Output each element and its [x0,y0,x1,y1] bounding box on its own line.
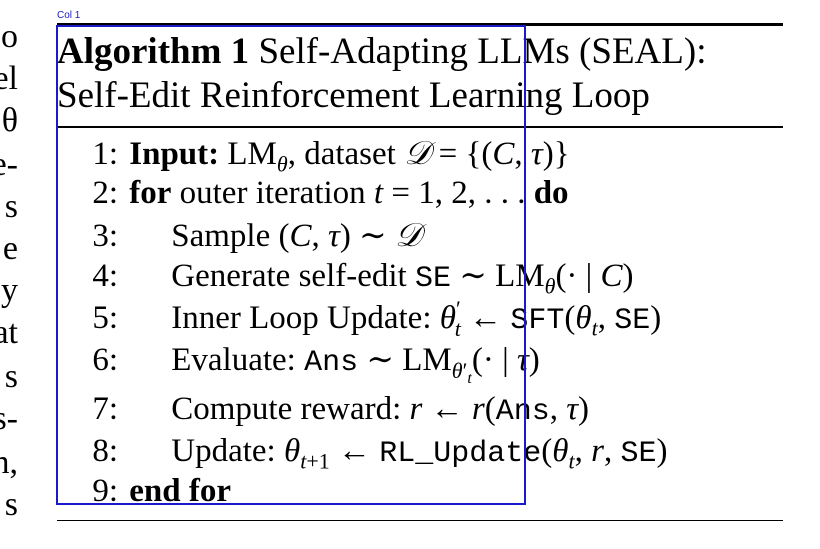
for-keyword: for [129,175,172,211]
line-text: Sample [171,218,271,254]
left-fragment: n, [0,444,18,481]
title-line-1: Self-Adapting LLMs (SEAL): [258,31,707,72]
left-fragment: e [2,230,18,267]
left-fragment: at [0,314,18,351]
line-number: 3: [92,218,118,254]
line-text: Compute reward: [171,391,402,427]
title-line-2: Self-Edit Reinforcement Learning Loop [57,75,650,116]
left-fragment: s [4,188,18,225]
algorithm-line-3: 3: Sample (C, τ) ∼ 𝒟 [70,215,421,256]
line-number: 1: [92,136,118,172]
left-fragment: el [0,60,18,97]
left-fragment: y [1,272,18,309]
algorithm-title: Algorithm 1 Self-Adapting LLMs (SEAL): S… [57,30,787,118]
column-region-box [56,25,526,505]
left-fragment: s [4,358,18,395]
do-keyword: do [533,175,569,211]
algorithm-line-4: 4: Generate self-edit SE ∼ LMθ(· | C) [70,256,633,299]
left-fragment: s [4,486,18,523]
top-rule [57,23,783,26]
algorithm-line-7: 7: Compute reward: r ← r(Ans, τ) [70,389,589,432]
input-keyword: Input: [129,136,220,172]
line-text: Evaluate: [171,342,296,378]
algorithm-line-2: 2: for outer iteration t = 1, 2, . . . d… [70,173,569,213]
algorithm-line-8: 8: Update: θt+1 ← RL_Update(θt, r, SE) [70,431,667,474]
algorithm-line-1: 1: Input: LMθ, dataset 𝒟 = {(C, τ)} [70,133,569,175]
line-text: outer iteration [179,175,366,211]
line-number: 2: [92,175,118,211]
header-rule [57,126,783,128]
column-label: Col 1 [57,10,81,21]
algorithm-line-5: 5: Inner Loop Update: θ′t ← SFT(θt, SE) [70,298,661,341]
algorithm-line-6: 6: Evaluate: Ans ∼ LMθ′t(· | τ) [70,340,539,386]
line-text: Update: [171,433,276,469]
left-fragment: o [1,18,18,55]
algorithm-label: Algorithm 1 [57,31,250,72]
left-fragment: θ [1,102,18,139]
bottom-rule [57,520,783,521]
line-number: 8: [92,433,118,469]
left-fragment: s- [0,400,18,437]
left-fragment: e- [0,146,18,183]
line-text: , dataset [287,136,396,172]
line-number: 6: [92,342,118,378]
left-column-fragment: o el θ e- s e y at s s- n, s [0,0,24,549]
line-number: 5: [92,300,118,336]
line-text: Inner Loop Update: [171,300,432,336]
line-text: Generate self-edit [171,258,407,294]
line-number: 7: [92,391,118,427]
line-number: 4: [92,258,118,294]
line-text: LM [227,136,277,172]
